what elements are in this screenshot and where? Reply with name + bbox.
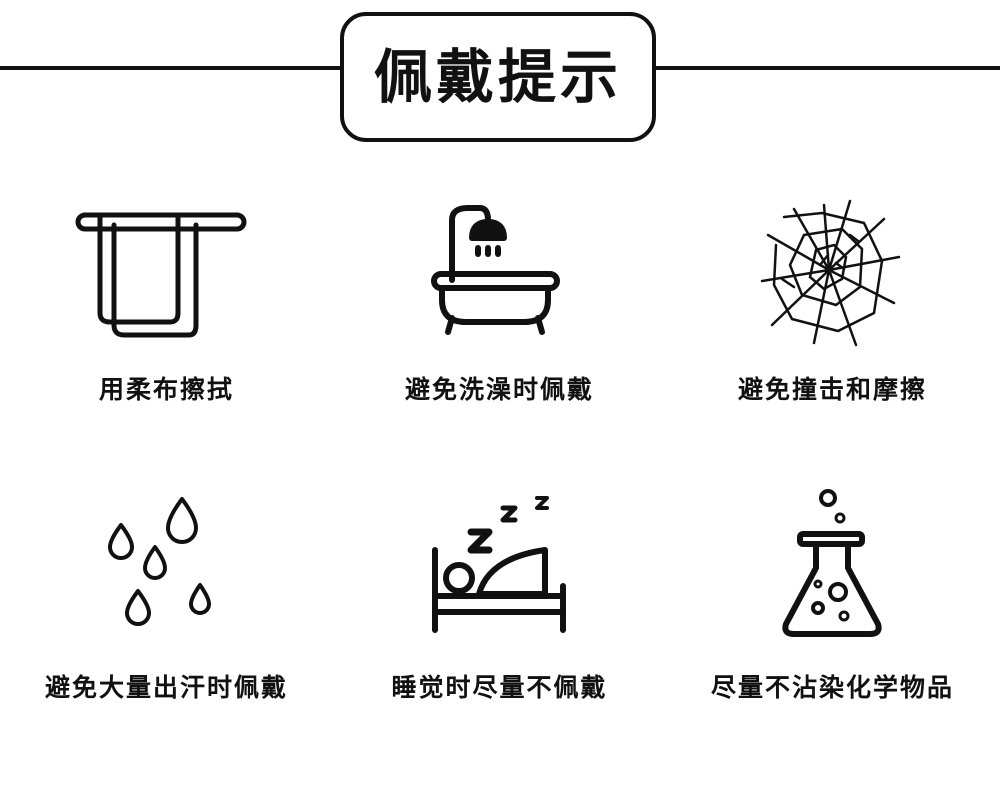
tip-label: 用柔布擦拭 [98,375,234,404]
page-title: 佩戴提示 [373,43,622,111]
towel-icon [74,200,250,345]
tip-label: 尽量不沾染化学物品 [710,673,954,702]
tip-label: 避免撞击和摩擦 [737,375,927,404]
tip-item-sweat: 避免大量出汗时佩戴 [0,0,333,800]
tip-label: 避免大量出汗时佩戴 [44,673,288,702]
bathtub-shower-icon [428,200,563,340]
sleeping-bed-icon [429,488,569,636]
title-box: 佩戴提示 [340,12,656,142]
tip-item-towel: 用柔布擦拭 [0,0,333,800]
tip-label: 睡觉时尽量不佩戴 [391,673,608,702]
tip-item-chemical: 尽量不沾染化学物品 [666,0,999,800]
header-rule-left [0,66,340,70]
water-drops-icon [102,495,222,635]
chemical-flask-icon [778,488,888,640]
tip-item-bath: 避免洗澡时佩戴 [333,0,666,800]
tip-item-sleep: 睡觉时尽量不佩戴 [333,0,666,800]
header-rule-right [656,66,1000,70]
tip-item-impact: 避免撞击和摩擦 [666,0,999,800]
tip-label: 避免洗澡时佩戴 [404,375,594,404]
cracked-glass-icon [754,195,904,350]
